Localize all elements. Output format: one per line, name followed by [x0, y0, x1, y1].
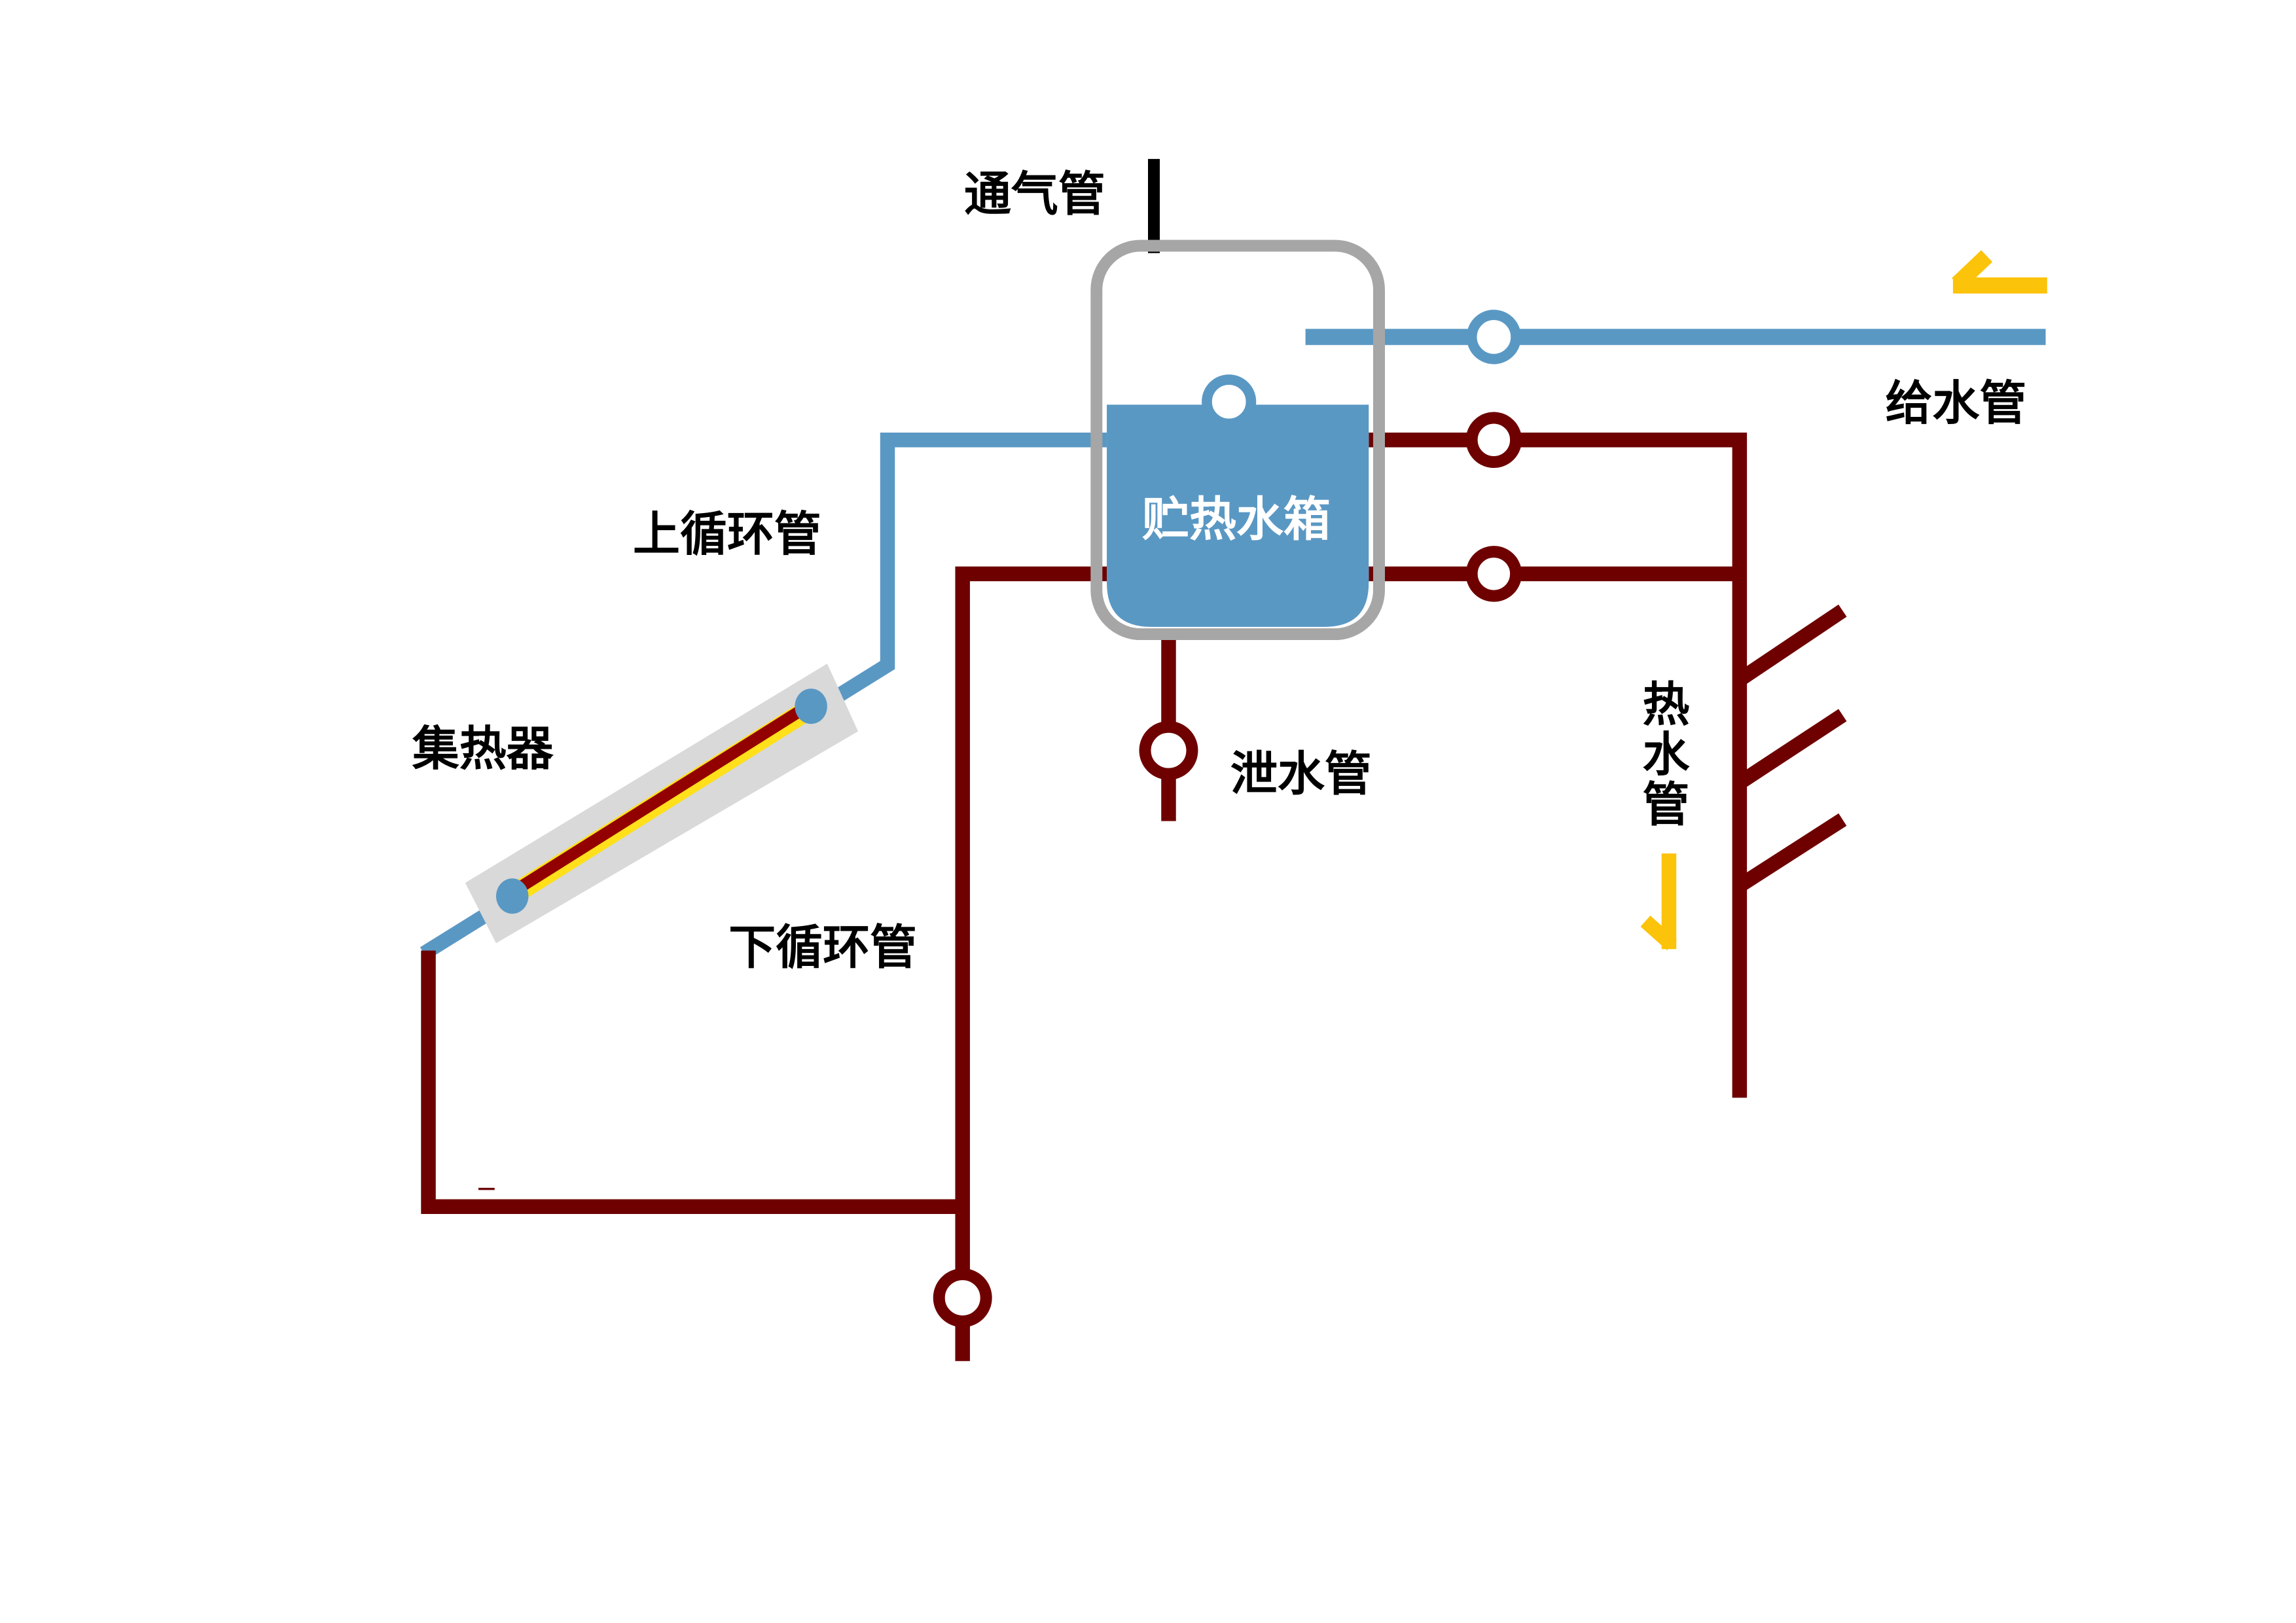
collector-inlet-icon — [495, 878, 529, 914]
lower-circulation-valve-icon[interactable] — [933, 1268, 992, 1328]
hot-water-label-char-3: 管 — [1642, 777, 1689, 832]
hot-water-label-char-1: 热 — [1642, 677, 1689, 732]
lower-circulation-label: 下循环管 — [728, 920, 917, 975]
flow-arrow-down-icon — [1640, 853, 1677, 950]
solar-collector — [465, 664, 859, 944]
drain-pipe-label: 泄水管 — [1230, 746, 1372, 801]
tank-water — [1107, 404, 1369, 627]
supply-pipe-label: 给水管 — [1885, 376, 2026, 431]
collector-outlet-icon — [795, 688, 827, 724]
hot-water-pipe-label: 热 水 管 — [1642, 677, 1690, 832]
lower-circulation-pipe — [955, 566, 1107, 1361]
supply-valve-icon[interactable] — [1466, 310, 1521, 365]
upper-circulation-label: 上循环管 — [633, 507, 821, 562]
storage-tank: 贮热水箱 — [1090, 240, 1385, 641]
hot-outlet-valve-icon[interactable] — [1465, 412, 1522, 468]
hot-return-valve-icon[interactable] — [1465, 546, 1522, 602]
vent-pipe-label: 通气管 — [964, 167, 1105, 222]
storage-tank-label: 贮热水箱 — [1142, 491, 1331, 546]
collector-label: 集热器 — [412, 721, 554, 776]
collector-tube — [507, 702, 808, 899]
hot-water-label-char-2: 水 — [1642, 727, 1690, 782]
float-valve-icon — [1202, 374, 1257, 429]
flow-arrow-left-icon — [1952, 250, 2047, 294]
collector-return-pipe — [421, 950, 963, 1214]
tank-shell — [1090, 240, 1385, 641]
drain-valve-icon[interactable] — [1139, 721, 1198, 780]
faucet-branch-icon — [1735, 604, 1847, 893]
